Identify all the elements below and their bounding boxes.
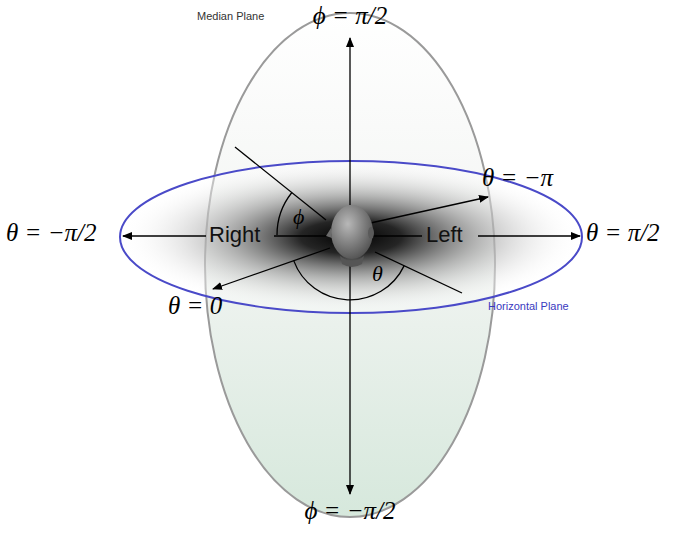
angle-label: θ <box>372 262 383 286</box>
axis-label: θ = 0 <box>168 292 222 320</box>
axis-label: θ = −π/2 <box>6 219 97 247</box>
axis-label: ϕ = π/2 <box>313 2 387 30</box>
plane-label: Median Plane <box>197 10 264 22</box>
axis-lines <box>123 38 580 494</box>
plane-label: Horizontal Plane <box>488 300 569 312</box>
horizontal-plane-base <box>120 161 582 313</box>
side-label: Left <box>426 223 463 247</box>
angle-label: ϕ <box>293 205 304 229</box>
horizontal-plane <box>120 161 582 313</box>
head-figure <box>326 205 374 267</box>
axis-label: ϕ = −π/2 <box>304 497 395 525</box>
axis-label: θ = π/2 <box>586 219 660 247</box>
axis-label: θ = −π <box>482 164 553 192</box>
side-label: Right <box>209 223 260 247</box>
